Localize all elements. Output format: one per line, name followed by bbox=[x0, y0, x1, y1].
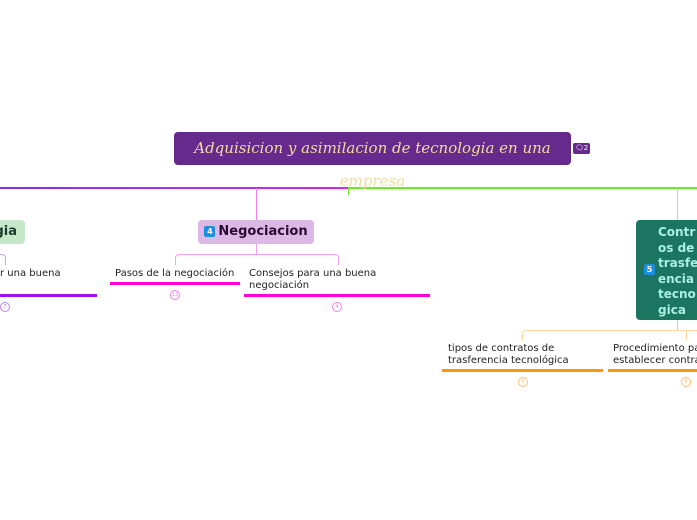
underline bbox=[110, 282, 240, 285]
topic-label: gia bbox=[0, 224, 17, 239]
connector bbox=[0, 254, 6, 265]
topic-label: Negociacion bbox=[218, 224, 308, 239]
underline bbox=[442, 369, 603, 372]
number-icon: 5 bbox=[644, 264, 655, 275]
comment-icon: 🗨 bbox=[574, 144, 584, 152]
collapse-count[interactable]: 4 bbox=[332, 302, 342, 312]
collapse-count[interactable]: 6 bbox=[681, 377, 691, 387]
subtopic[interactable]: r una buena bbox=[0, 268, 61, 280]
number-icon: 4 bbox=[204, 226, 216, 237]
underline bbox=[244, 294, 430, 297]
topic-tecnologia[interactable]: gia bbox=[0, 220, 25, 244]
subtopic-label: tipos de contratos de trasferencia tecno… bbox=[448, 343, 569, 366]
connector bbox=[175, 254, 339, 265]
connector bbox=[256, 188, 257, 220]
root-topic[interactable]: Adquisicion y asimilacion de tecnologia … bbox=[174, 132, 571, 190]
subtopic[interactable]: Consejos para una buena negociación bbox=[249, 268, 399, 292]
connector bbox=[349, 187, 697, 189]
root-title: Adquisicion y asimilacion de tecnologia … bbox=[194, 139, 551, 190]
subtopic[interactable]: tipos de contratos de trasferencia tecno… bbox=[448, 343, 598, 367]
connector bbox=[677, 320, 678, 330]
collapse-count[interactable]: 13 bbox=[170, 290, 180, 300]
connector bbox=[348, 187, 349, 195]
subtopic-label: Procedimiento pa establecer contra bbox=[613, 343, 697, 366]
collapse-count[interactable]: 7 bbox=[0, 302, 10, 312]
subtopic[interactable]: Procedimiento pa establecer contra bbox=[613, 343, 697, 367]
topic-label: Contr os de trasfe encia tecno gica bbox=[658, 225, 697, 317]
connector bbox=[677, 188, 678, 220]
underline bbox=[0, 294, 97, 297]
subtopic-label: r una buena bbox=[0, 268, 61, 279]
comment-count: 2 bbox=[583, 144, 589, 152]
connector bbox=[686, 330, 687, 340]
underline bbox=[608, 369, 697, 372]
connector bbox=[522, 330, 697, 341]
comment-badge[interactable]: 🗨2 bbox=[573, 143, 590, 154]
subtopic[interactable]: Pasos de la negociación bbox=[115, 268, 234, 280]
connector bbox=[256, 244, 257, 254]
subtopic-label: Consejos para una buena negociación bbox=[249, 268, 377, 291]
collapse-count[interactable]: 5 bbox=[518, 377, 528, 387]
connector bbox=[0, 187, 349, 189]
subtopic-label: Pasos de la negociación bbox=[115, 268, 235, 279]
topic-contratos[interactable]: 5 Contr os de trasfe encia tecno gica bbox=[636, 220, 697, 320]
